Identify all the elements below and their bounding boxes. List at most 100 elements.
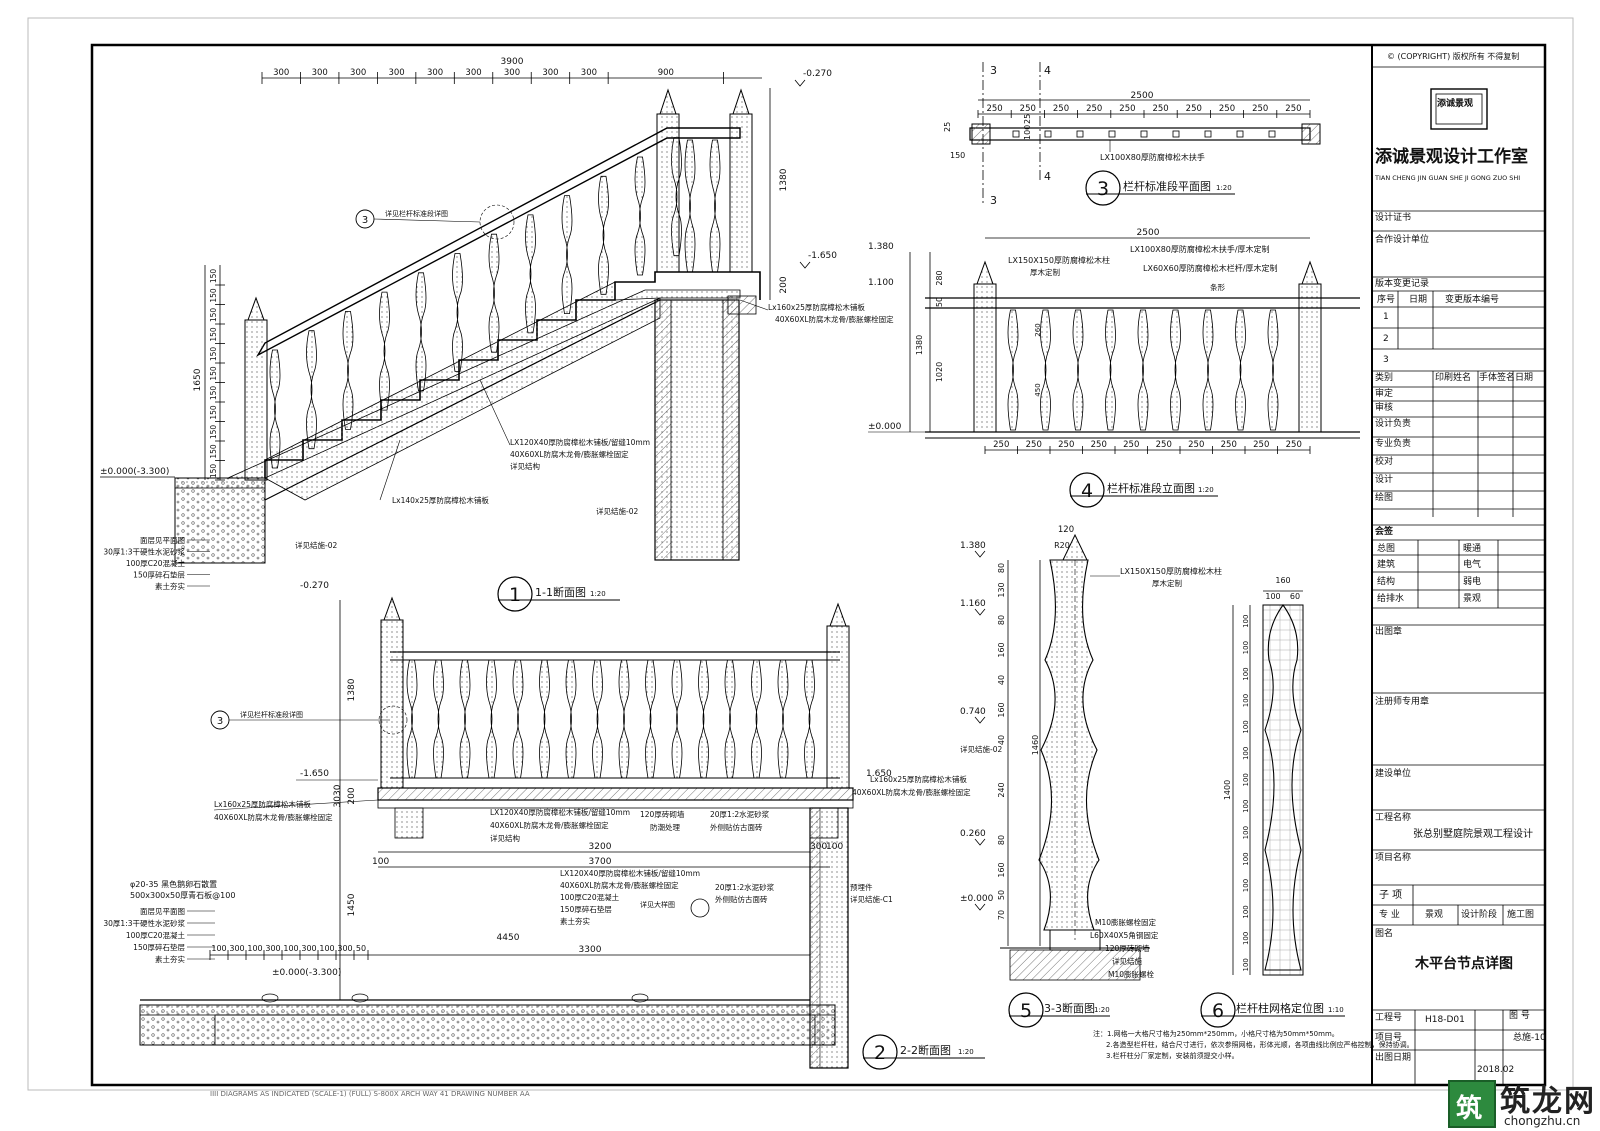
svg-text:-1.650: -1.650 — [300, 769, 329, 779]
baluster — [1137, 309, 1149, 431]
layer-label: 素土夯实 — [155, 954, 185, 964]
v5-dim: 160 — [997, 642, 1006, 657]
baluster — [539, 659, 550, 779]
svg-text:40X60XL防腐木龙骨/膨胀螺栓固定: 40X60XL防腐木龙骨/膨胀螺栓固定 — [775, 314, 894, 324]
v5-dim: 40 — [997, 675, 1006, 685]
drawing-name: 木平台节点详图 — [1415, 956, 1513, 972]
riser-dim: 150 — [209, 425, 218, 440]
newel-post-left — [244, 296, 268, 481]
svg-text:详见栏杆标准段详图: 详见栏杆标准段详图 — [240, 710, 303, 719]
svg-text:1450: 1450 — [347, 893, 357, 916]
svg-text:±0.000(-3.300): ±0.000(-3.300) — [272, 968, 341, 978]
svg-text:100: 100 — [1265, 592, 1280, 601]
v5-dim: 240 — [997, 782, 1006, 797]
view-2-platform-section: 1380 3030 200 1450 -0.270 -1.650 1.650 3… — [103, 581, 985, 1070]
stair-dim: 300 — [542, 68, 558, 78]
v5-dim: 160 — [997, 862, 1006, 877]
svg-text:40X60XL防腐木龙骨/膨胀螺栓固定: 40X60XL防腐木龙骨/膨胀螺栓固定 — [852, 787, 971, 797]
svg-text:预埋件: 预埋件 — [850, 882, 873, 892]
layer-label: 30厚1:3干硬性水泥砂浆 — [103, 547, 185, 557]
baluster — [561, 195, 573, 314]
elev-dim: 250 — [1026, 440, 1042, 450]
baluster — [488, 233, 500, 353]
pebble — [631, 993, 649, 1003]
svg-text:LX100X80厚防腐樟松木扶手: LX100X80厚防腐樟松木扶手 — [1100, 152, 1205, 162]
plan-dim: 250 — [1086, 104, 1102, 114]
svg-text:4450: 4450 — [497, 933, 520, 943]
svg-text:1.100: 1.100 — [868, 278, 894, 288]
svg-text:详见结施-02: 详见结施-02 — [960, 744, 1002, 754]
v2-bottom-dim: 300 — [337, 944, 352, 953]
svg-text:4: 4 — [1044, 64, 1051, 77]
baluster — [634, 156, 646, 276]
svg-text:外侧贴仿古面砖: 外侧贴仿古面砖 — [710, 822, 763, 832]
watermark: 筑 筑龙网 chongzhu.cn — [1448, 1070, 1598, 1130]
svg-text:-0.270: -0.270 — [803, 69, 832, 79]
picket — [1268, 130, 1276, 138]
svg-text:详见结施-02: 详见结施-02 — [295, 540, 337, 550]
svg-text:3: 3 — [990, 64, 997, 77]
svg-text:Lx160x25厚防腐樟松木铺板: Lx160x25厚防腐樟松木铺板 — [870, 774, 967, 784]
stair-dim: 300 — [581, 68, 597, 78]
svg-text:详见结构: 详见结构 — [490, 833, 520, 843]
v5-total-dim: 1460 — [1031, 735, 1040, 755]
svg-text:120厚砖砌墙: 120厚砖砌墙 — [640, 809, 685, 819]
riser-dim: 150 — [209, 308, 218, 323]
svg-text:详见结构: 详见结构 — [510, 461, 540, 471]
svg-text:L60X40X5角钢固定: L60X40X5角钢固定 — [1090, 930, 1159, 940]
picket — [1044, 130, 1052, 138]
svg-text:M10膨胀螺栓: M10膨胀螺栓 — [1108, 969, 1155, 979]
outer-frame — [27, 17, 1574, 1091]
elev-dim: 250 — [1253, 440, 1269, 450]
v2-number: 2 — [874, 1042, 886, 1064]
svg-text:40X60XL防腐木龙骨/膨胀螺栓固定: 40X60XL防腐木龙骨/膨胀螺栓固定 — [510, 449, 629, 459]
baluster — [1267, 309, 1279, 431]
baluster — [684, 139, 696, 273]
v6-cell-dim: 100 — [1242, 773, 1250, 786]
v5-dim: 160 — [997, 702, 1006, 717]
v5-dim: R20 — [1054, 541, 1070, 550]
picket — [1172, 130, 1180, 138]
v2-bottom-dim: 50 — [356, 944, 366, 953]
v6-cell-dim: 100 — [1242, 852, 1250, 865]
elev-dim: 250 — [1058, 440, 1074, 450]
v6-cell-dim: 100 — [1242, 615, 1250, 628]
svg-text:280: 280 — [935, 270, 944, 285]
picket — [1236, 130, 1244, 138]
baluster — [645, 659, 656, 779]
company-pinyin: TIAN CHENG JIN GUAN SHE JI GONG ZUO SHI — [1375, 174, 1521, 182]
v5-dim: 120 — [1058, 525, 1074, 535]
baluster — [671, 659, 683, 779]
svg-text:20厚1:2水泥砂浆: 20厚1:2水泥砂浆 — [715, 882, 775, 892]
v6-cell-dim: 100 — [1242, 641, 1250, 654]
elev-dim: 250 — [1286, 440, 1302, 450]
svg-text:60: 60 — [1290, 592, 1300, 601]
v5-dim: 40 — [997, 735, 1006, 745]
svg-text:3700: 3700 — [589, 857, 612, 867]
plan-dim: 250 — [1053, 104, 1069, 114]
picket — [1108, 130, 1116, 138]
svg-text:厚木定制: 厚木定制 — [1030, 267, 1060, 277]
svg-text:1380: 1380 — [779, 168, 789, 191]
baluster — [1072, 309, 1084, 431]
baluster — [1007, 309, 1019, 431]
plan-dim: 250 — [1285, 104, 1301, 114]
baluster — [1170, 309, 1181, 431]
svg-text:40X60XL防腐木龙骨/膨胀螺栓固定: 40X60XL防腐木龙骨/膨胀螺栓固定 — [490, 820, 609, 830]
svg-text:1380: 1380 — [347, 678, 357, 701]
svg-text:LX120X40厚防腐樟松木铺板/留缝10mm: LX120X40厚防腐樟松木铺板/留缝10mm — [490, 807, 630, 817]
plan-dim: 250 — [1219, 104, 1235, 114]
svg-text:3: 3 — [362, 215, 368, 226]
baluster — [379, 291, 390, 411]
svg-text:详见结施: 详见结施 — [1112, 956, 1142, 966]
plan-dim: 250 — [1119, 104, 1135, 114]
general-note-3: 3.栏杆柱分厂家定制，安装前须提交小样。 — [1106, 1051, 1239, 1060]
svg-text:LX100X80厚防腐樟松木扶手/厚木定制: LX100X80厚防腐樟松木扶手/厚木定制 — [1130, 244, 1270, 254]
baluster — [1040, 309, 1051, 431]
svg-text:条形: 条形 — [1210, 282, 1226, 292]
newel-post-right — [656, 88, 753, 273]
riser-dim: 150 — [209, 444, 218, 459]
baluster — [306, 330, 317, 450]
v5-dim: 80 — [997, 835, 1006, 845]
